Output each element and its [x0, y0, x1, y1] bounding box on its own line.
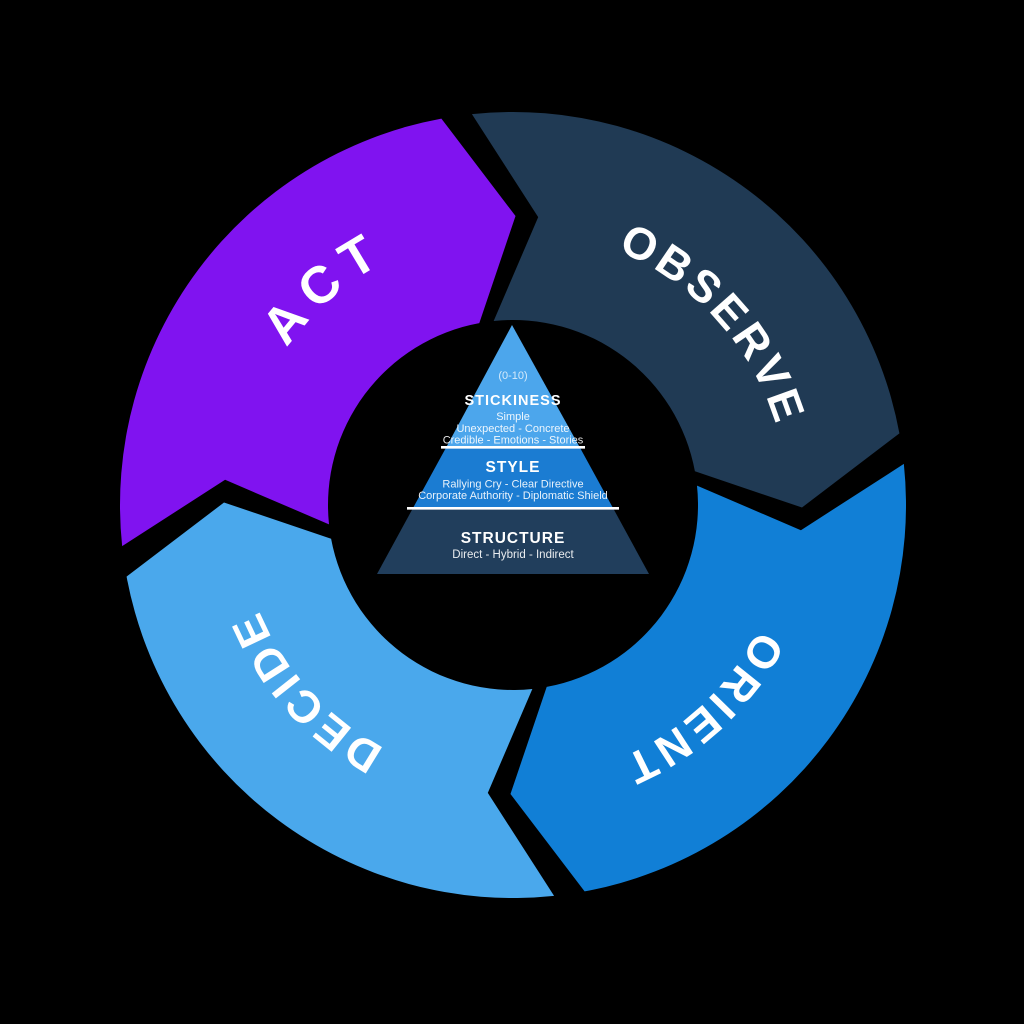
segment-decide	[126, 502, 555, 899]
pyramid-text-structure-1: Direct - Hybrid - Indirect	[452, 549, 574, 561]
pyramid-scale-note: (0-10)	[498, 370, 527, 382]
pyramid-text-stickiness-2: Unexpected - Concrete	[456, 423, 569, 435]
pyramid-title-stickiness: STICKINESS	[464, 393, 561, 409]
pyramid-title-structure: STRUCTURE	[461, 530, 566, 547]
pyramid-level-structure	[377, 508, 649, 574]
segment-orient	[510, 463, 907, 892]
segment-observe	[471, 111, 900, 508]
pyramid-level-style	[413, 447, 613, 508]
segment-act	[119, 118, 516, 547]
pyramid-text-stickiness-1: Simple	[496, 411, 530, 423]
pyramid-title-style: STYLE	[486, 459, 541, 476]
pyramid-text-style-1: Rallying Cry - Clear Directive	[442, 479, 583, 491]
pyramid-level-stickiness	[446, 325, 580, 447]
pyramid-text-stickiness-3: Credible - Emotions - Stories	[443, 435, 584, 447]
pyramid-text-style-2: Corporate Authority - Diplomatic Shield	[418, 490, 608, 502]
